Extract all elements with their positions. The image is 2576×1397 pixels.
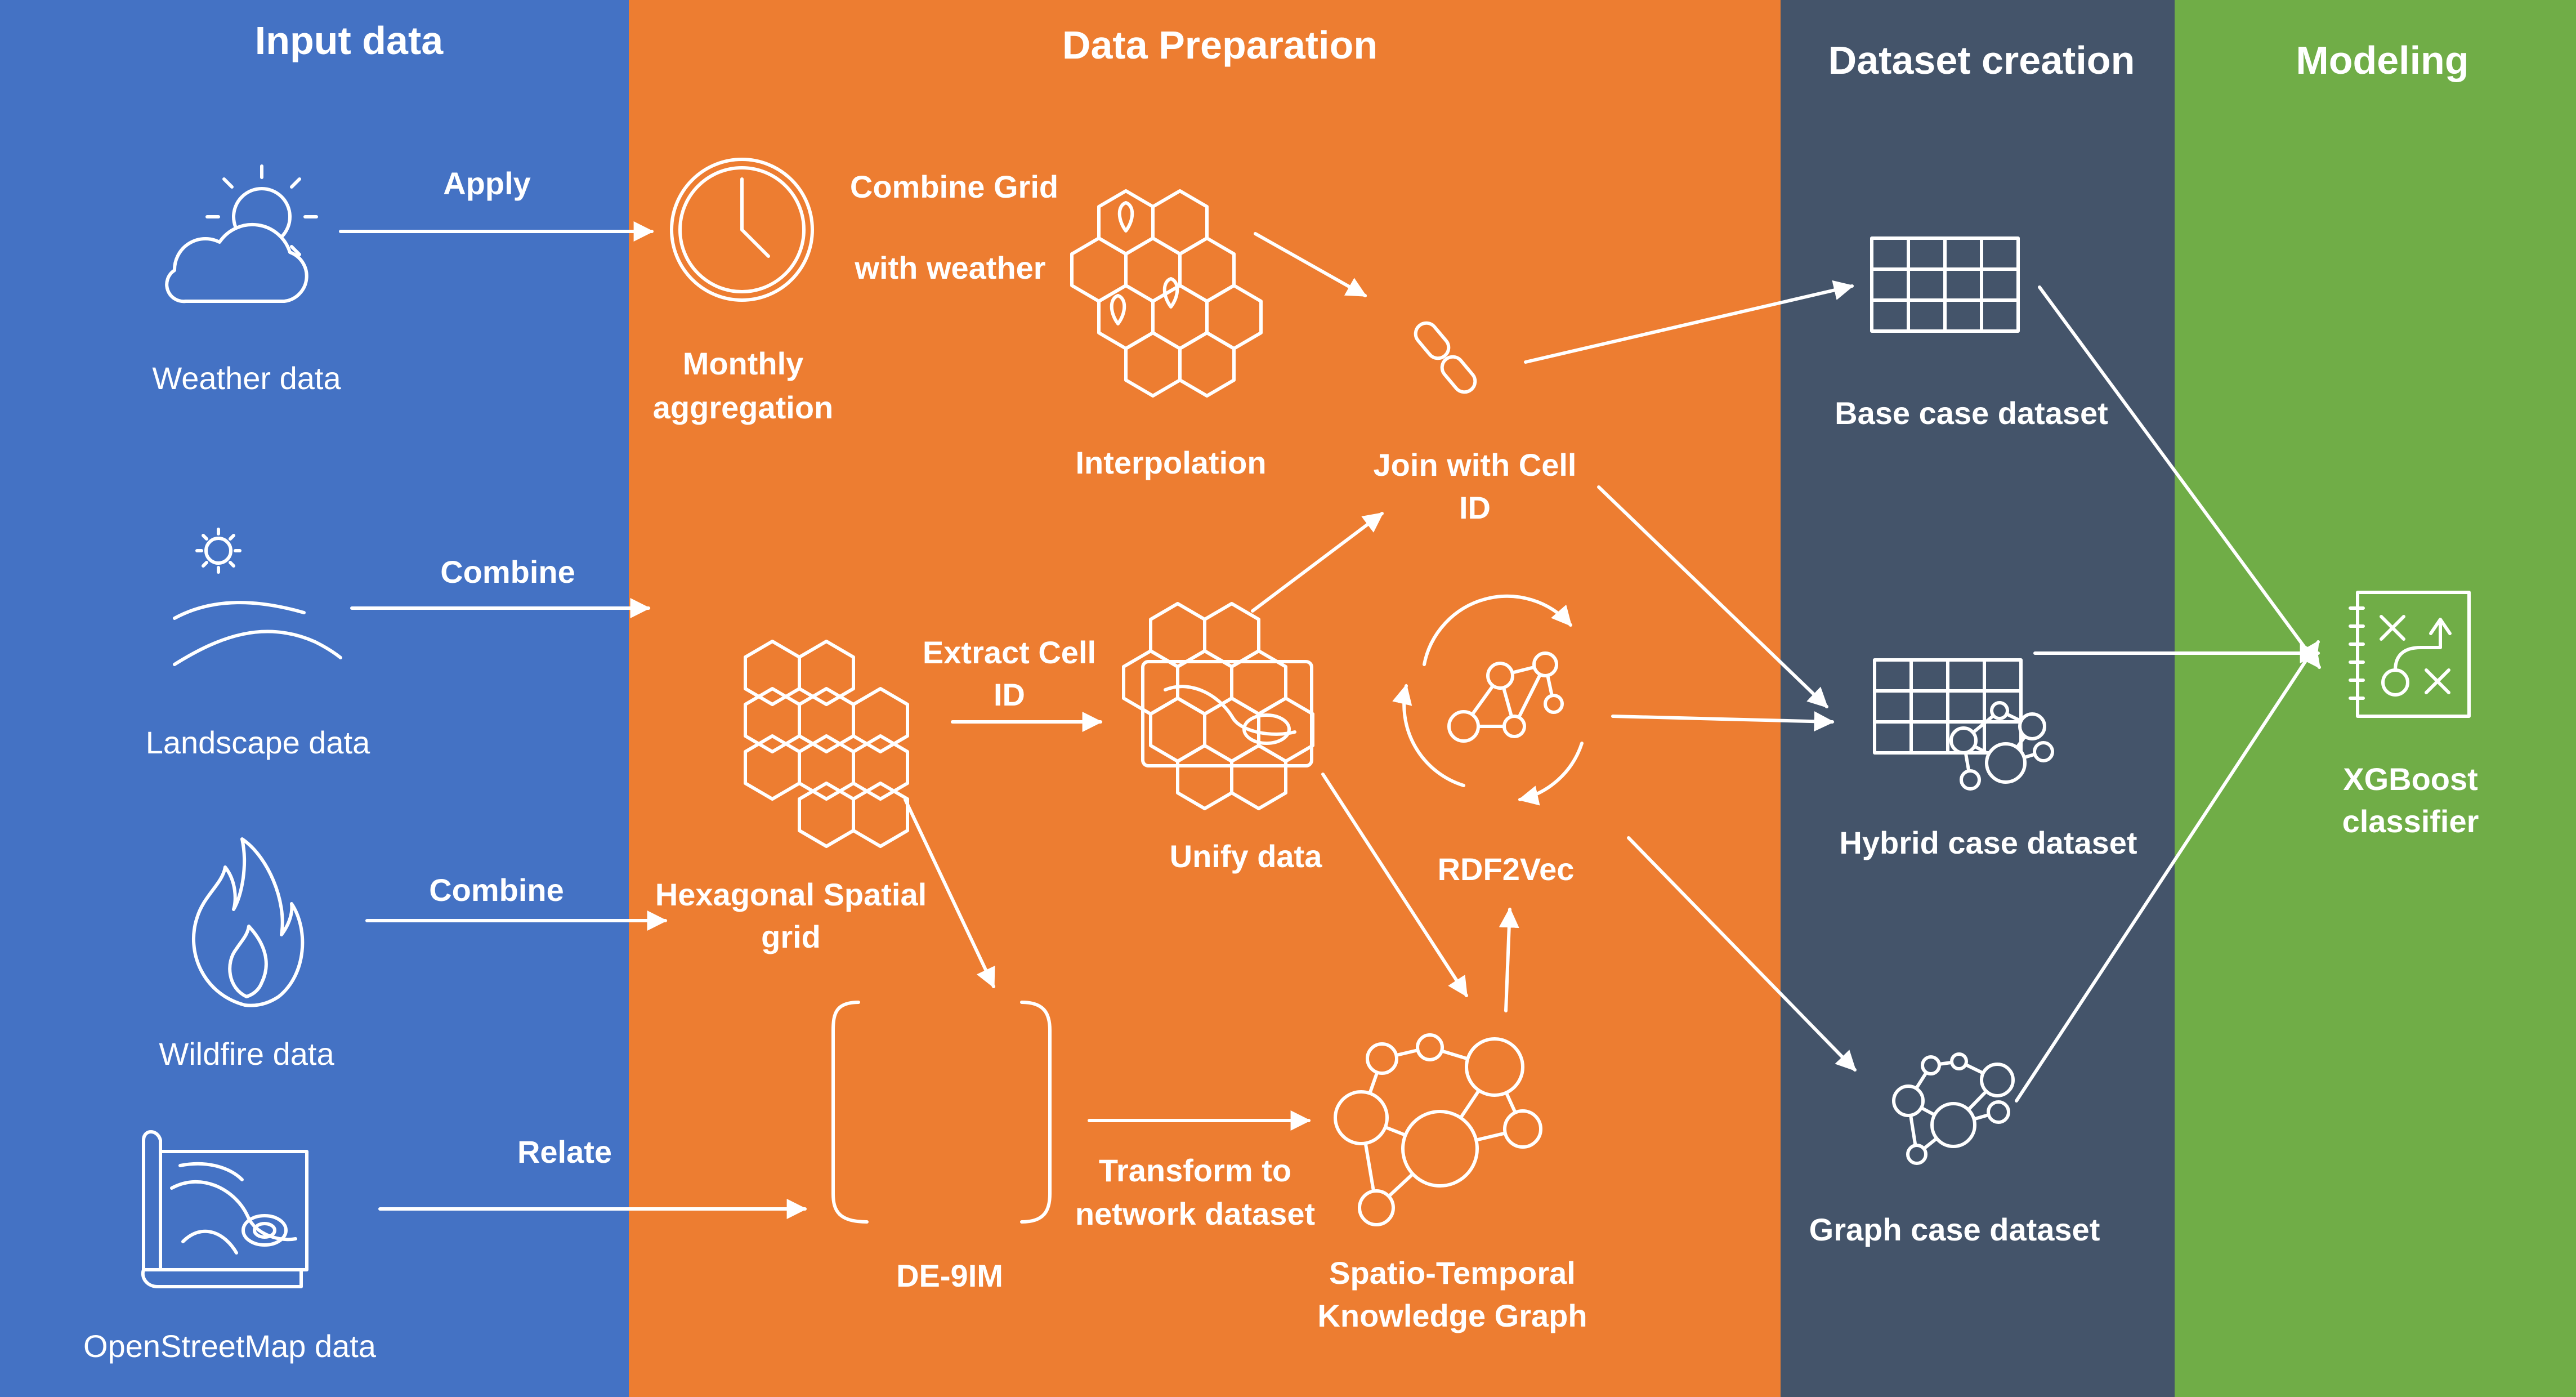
xgboost-label-line2: classifier: [2342, 804, 2479, 839]
modeling-column: [2175, 0, 2576, 1397]
weather-data-label: Weather data: [152, 360, 341, 396]
link-icon: [1414, 321, 1477, 394]
monthly-aggregation-label-line2: aggregation: [652, 390, 834, 425]
clock-icon: [670, 158, 814, 302]
landscape-data-label: Landscape data: [145, 725, 370, 760]
join-cell-id-label-line2: ID: [1459, 490, 1491, 525]
modeling-header: Modeling: [2296, 38, 2469, 82]
transform-label-line2: network dataset: [1075, 1196, 1316, 1231]
arrow-hex-to-de9im: [904, 798, 995, 989]
graph-icon: [1334, 1033, 1542, 1226]
extract-cell-id-label-line2: ID: [994, 677, 1025, 712]
brackets-icon: [831, 1001, 1052, 1224]
rdf2vec-label: RDF2Vec: [1437, 851, 1575, 887]
stkg-label-line1: Spatio-Temporal: [1329, 1255, 1576, 1291]
base-case-label: Base case dataset: [1835, 395, 2108, 431]
dataset-creation-header: Dataset creation: [1828, 38, 2135, 82]
transform-label-line1: Transform to: [1098, 1153, 1292, 1188]
hex-grid-pins-icon: [1072, 191, 1261, 396]
combine-grid-label-line2: with weather: [855, 250, 1046, 285]
data-preparation-header: Data Preparation: [1062, 23, 1378, 67]
combine-grid-label-line1: Combine Grid: [849, 169, 1059, 204]
join-cell-id-label-line1: Join with Cell: [1373, 447, 1577, 483]
arrow-stkg-to-rdf2vec: [1499, 907, 1519, 1012]
relate-edge-label: Relate: [517, 1134, 612, 1170]
interpolation-label: Interpolation: [1075, 445, 1267, 480]
extract-cell-id-label-line1: Extract Cell: [922, 635, 1097, 670]
cycle-graph-icon: [1392, 594, 1584, 806]
arrow-unify-to-join: [1251, 512, 1384, 613]
hybrid-case-label: Hybrid case dataset: [1839, 825, 2137, 860]
table-graph-icon: [1873, 658, 2054, 791]
combine-landscape-edge-label: Combine: [440, 554, 575, 590]
arrows: [339, 221, 2321, 1219]
de9im-label: DE-9IM: [896, 1258, 1003, 1293]
graph-case-label: Graph case dataset: [1809, 1212, 2100, 1247]
stkg-label-line2: Knowledge Graph: [1317, 1298, 1587, 1333]
hex-grid-map-icon: [1124, 604, 1313, 809]
arrow-rdf2vec-to-hybrid: [1611, 711, 1835, 732]
flame-icon: [191, 837, 305, 1007]
arrow-graph-to-xgb: [2015, 640, 2320, 1103]
data-preparation-column: [629, 0, 1781, 1397]
arrow-unify-to-stkg: [1321, 773, 1468, 998]
osm-data-label: OpenStreetMap data: [83, 1328, 376, 1364]
unify-data-label: Unify data: [1169, 838, 1322, 874]
dataset-creation-column: [1781, 0, 2175, 1397]
map-icon: [141, 1130, 308, 1288]
arrow-to-graph-dataset: [1627, 836, 1857, 1072]
xgboost-label-line1: XGBoost: [2343, 761, 2478, 797]
landscape-icon: [173, 528, 342, 666]
cloud-sun-icon: [165, 164, 318, 303]
table-icon: [1870, 236, 2020, 333]
strategy-board-icon: [2349, 591, 2471, 718]
monthly-aggregation-label-line1: Monthly: [682, 346, 804, 381]
hexagonal-grid-label-line1: Hexagonal Spatial: [655, 877, 927, 912]
wildfire-data-label: Wildfire data: [159, 1036, 334, 1072]
arrow-join-to-hybrid: [1597, 485, 1828, 708]
hexagonal-grid-label-line2: grid: [761, 919, 821, 954]
arrow-base-to-xgb: [2038, 285, 2321, 669]
graph-case-icon: [1892, 1052, 2015, 1165]
input-data-header: Input data: [254, 19, 444, 63]
apply-edge-label: Apply: [443, 166, 531, 201]
hex-grid-icon: [745, 641, 907, 846]
arrow-grid-to-join: [1254, 232, 1367, 297]
combine-wildfire-edge-label: Combine: [429, 872, 564, 908]
arrow-join-to-base: [1524, 280, 1854, 364]
